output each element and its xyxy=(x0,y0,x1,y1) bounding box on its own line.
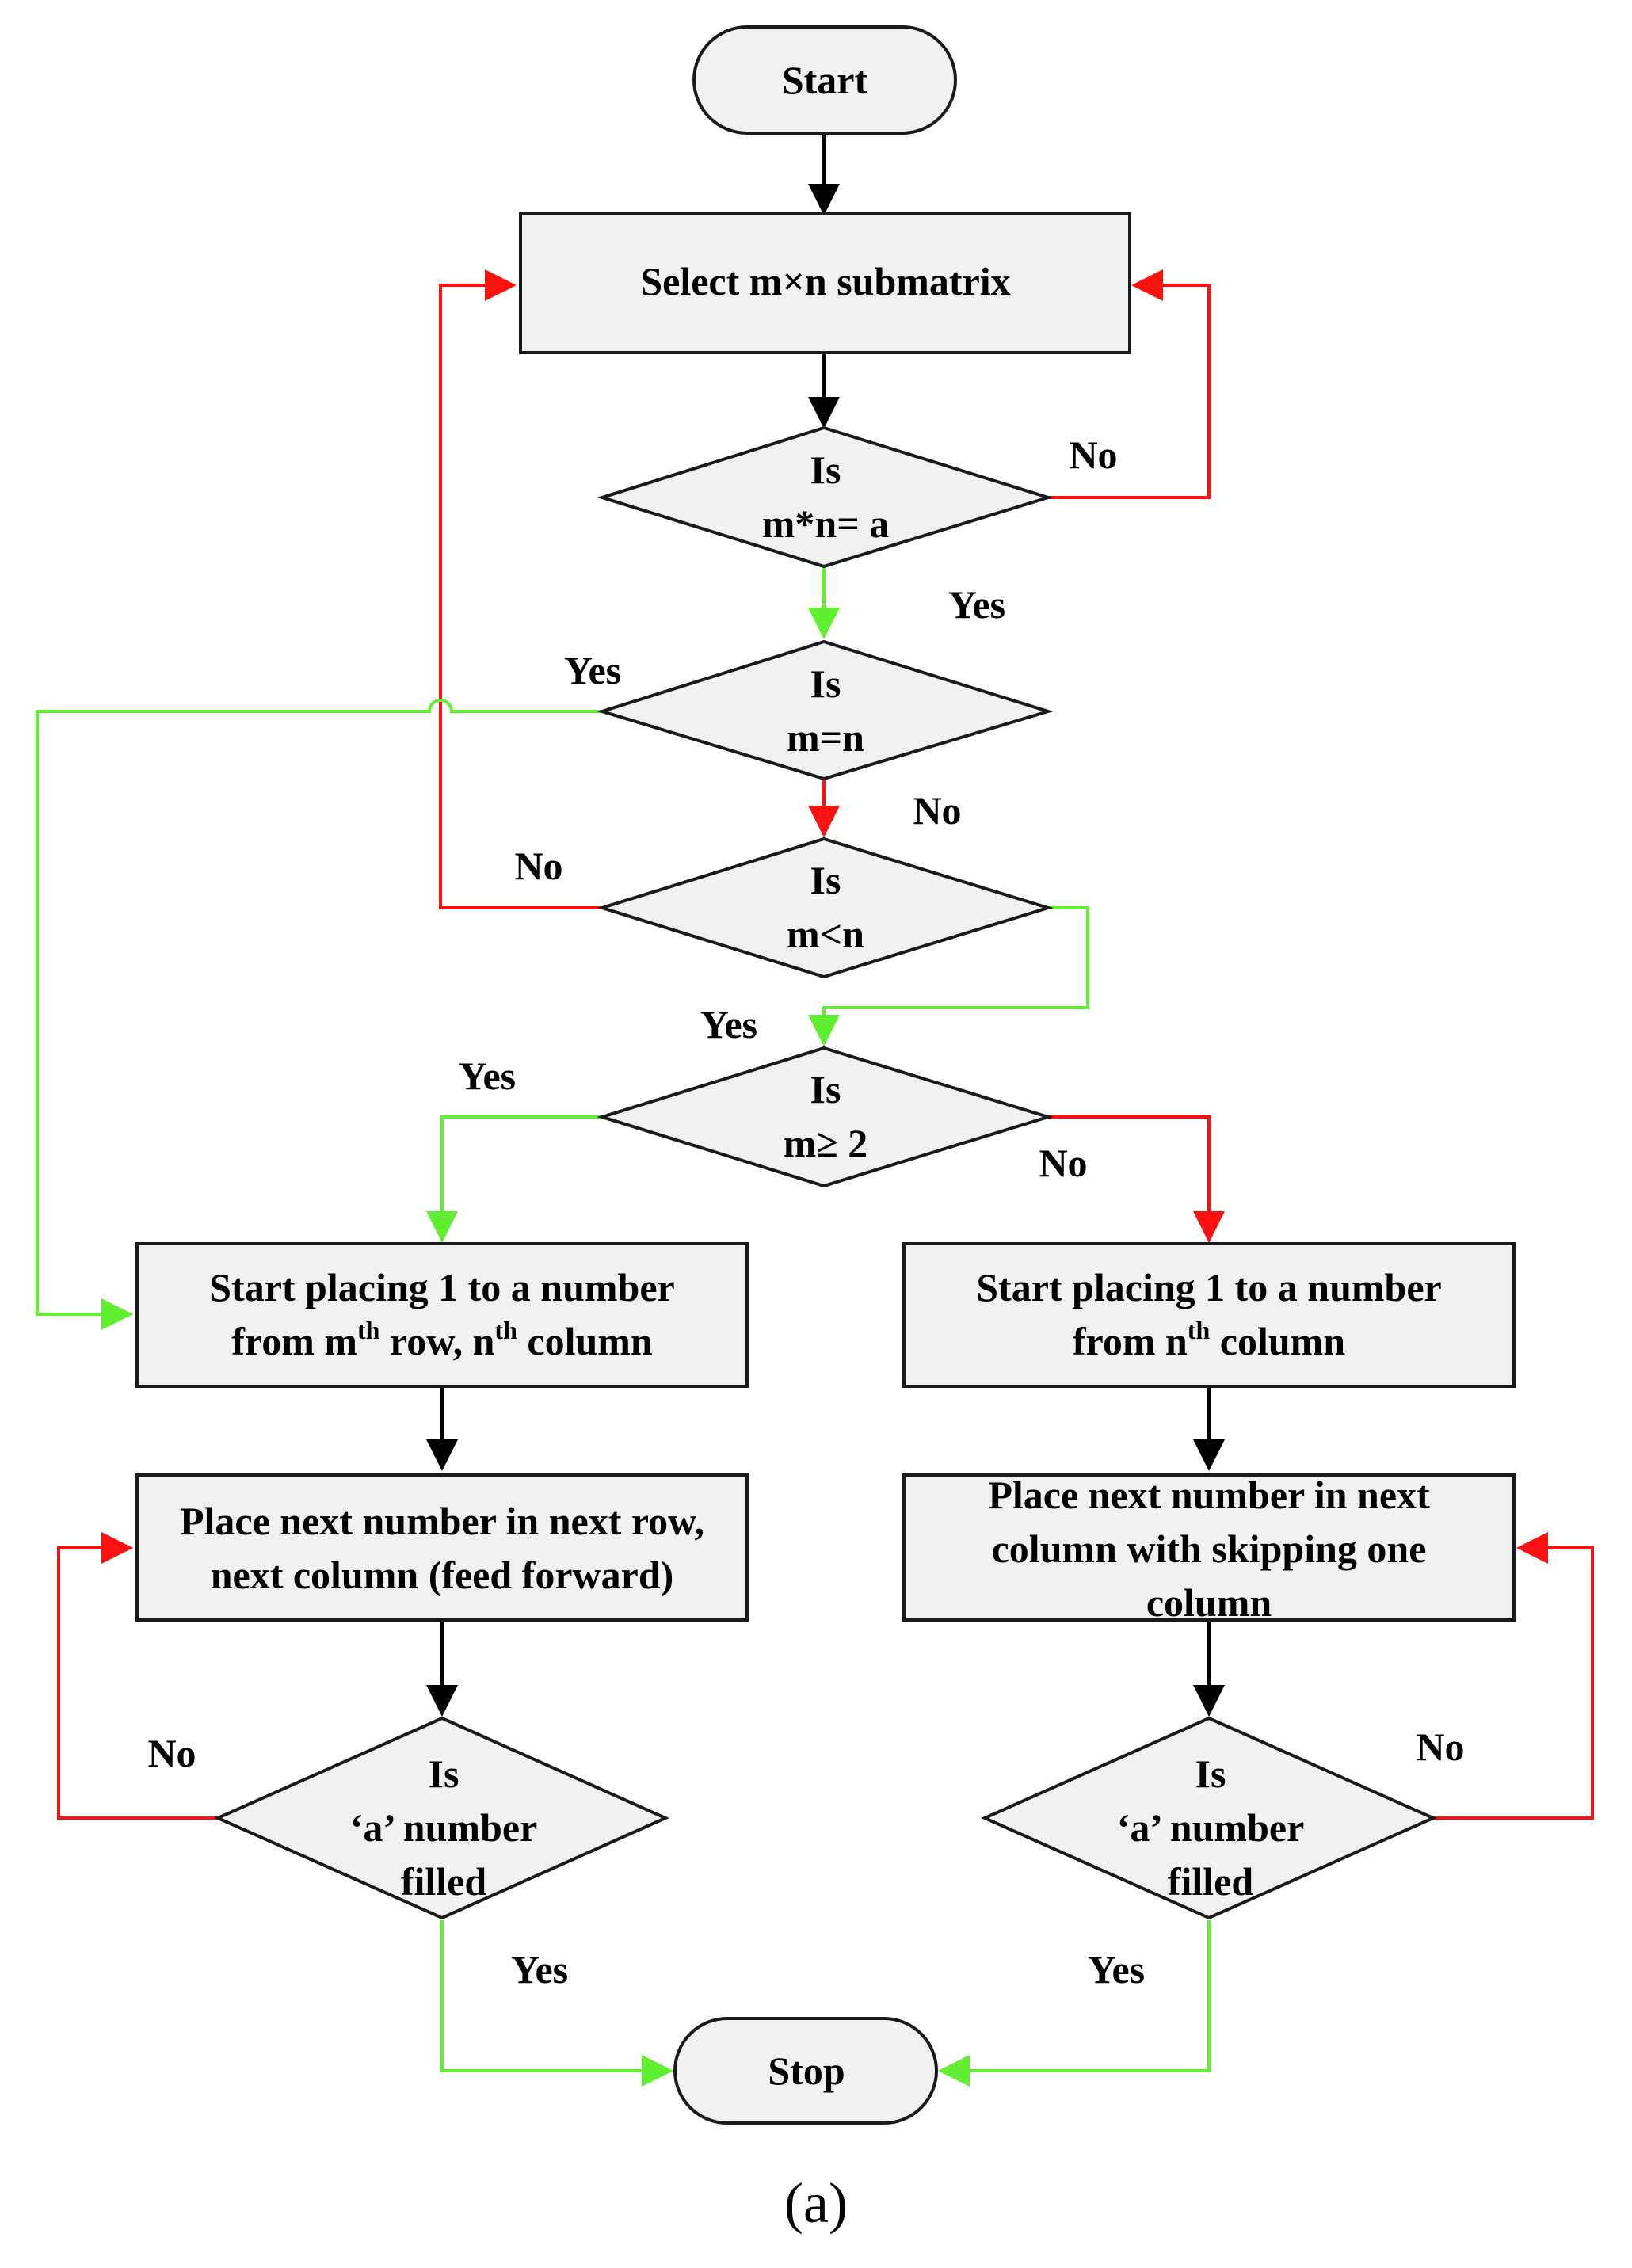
edge-leftcheck-yes xyxy=(440,1920,673,2087)
decision-m-ge-2: Is m≥ 2 xyxy=(597,1046,1054,1188)
start-placing-col-line1: Start placing 1 to a number xyxy=(976,1265,1442,1309)
edge-d2-yes xyxy=(36,699,602,1330)
decision-right-filled: Is ‘a’ number filled xyxy=(981,1716,1437,1920)
decision-m-ge-2-line2: m≥ 2 xyxy=(784,1121,868,1165)
figure-caption: (a) xyxy=(784,2171,848,2235)
start-placing-row-col-line1: Start placing 1 to a number xyxy=(209,1265,675,1309)
decision-mn-equals-a-line1: Is xyxy=(810,448,841,492)
start-placing-col-box: Start placing 1 to a number from nth col… xyxy=(902,1242,1516,1388)
place-next-skip-column-line1: Place next number in next xyxy=(988,1473,1430,1517)
label-d3-yes: Yes xyxy=(700,1002,757,1046)
stop-terminal: Stop xyxy=(673,2017,938,2125)
edge-rightcheck-yes xyxy=(938,1920,1211,2087)
edge-d4-no xyxy=(1048,1115,1225,1243)
start-placing-row-col-line2: from mth row, nth column xyxy=(231,1316,653,1363)
decision-m-less-than-n-line1: Is xyxy=(810,858,841,902)
decision-m-equals-n-line2: m=n xyxy=(787,715,864,760)
connectors xyxy=(36,135,1594,2087)
select-submatrix-label: Select m×n submatrix xyxy=(640,259,1010,303)
start-label: Start xyxy=(782,58,868,102)
start-terminal: Start xyxy=(692,25,957,135)
label-d4-no: No xyxy=(1039,1141,1087,1185)
decision-left-filled-line3: filled xyxy=(401,1859,487,1904)
edge-d1-no xyxy=(1048,269,1211,499)
edge-d3-no xyxy=(439,269,602,909)
label-right-no: No xyxy=(1416,1725,1464,1769)
decision-left-filled-line2: ‘a’ number xyxy=(350,1805,538,1850)
place-next-skip-column-line3: column xyxy=(1146,1580,1272,1625)
label-d3-no: No xyxy=(514,844,562,888)
decision-mn-equals-a-line2: m*n= a xyxy=(762,501,889,546)
label-left-no: No xyxy=(147,1731,196,1775)
label-d4-yes: Yes xyxy=(459,1054,516,1098)
label-d2-yes: Yes xyxy=(564,648,621,692)
place-next-skip-column-line2: column with skipping one xyxy=(992,1527,1427,1571)
decision-m-ge-2-line1: Is xyxy=(810,1067,841,1111)
select-submatrix-box: Select m×n submatrix xyxy=(519,212,1131,354)
label-d2-no: No xyxy=(913,788,961,833)
stop-label: Stop xyxy=(768,2049,845,2093)
place-next-feed-forward-line2: next column (feed forward) xyxy=(211,1553,674,1597)
decision-m-less-than-n-line2: m<n xyxy=(787,912,864,956)
start-placing-row-col-box: Start placing 1 to a number from mth row… xyxy=(135,1242,749,1388)
decision-mn-equals-a: Is m*n= a xyxy=(597,425,1054,569)
decision-right-filled-line1: Is xyxy=(1195,1752,1226,1796)
decision-left-filled: Is ‘a’ number filled xyxy=(214,1716,669,1920)
decision-m-equals-n: Is m=n xyxy=(597,639,1054,781)
label-d1-yes: Yes xyxy=(948,582,1005,627)
edge-leftcheck-no xyxy=(57,1532,218,1820)
label-left-yes: Yes xyxy=(511,1947,568,1992)
decision-right-filled-line2: ‘a’ number xyxy=(1117,1805,1305,1850)
edge-d3-yes xyxy=(808,906,1089,1046)
place-next-feed-forward-line1: Place next number in next row, xyxy=(180,1499,704,1543)
decision-right-filled-line3: filled xyxy=(1168,1859,1254,1904)
decision-left-filled-line1: Is xyxy=(429,1752,459,1796)
start-placing-col-line2: from nth column xyxy=(1073,1316,1345,1363)
label-d1-no: No xyxy=(1069,433,1117,477)
edge-d4-yes xyxy=(426,1115,602,1243)
place-next-feed-forward-box: Place next number in next row, next colu… xyxy=(135,1473,749,1622)
decision-m-less-than-n: Is m<n xyxy=(597,837,1054,979)
decision-m-equals-n-line1: Is xyxy=(810,661,841,706)
place-next-skip-column-box: Place next number in next column with sk… xyxy=(902,1473,1516,1625)
edge-rightcheck-no xyxy=(1433,1532,1594,1820)
label-right-yes: Yes xyxy=(1088,1947,1145,1992)
edge-labels: No Yes Yes No No Yes Yes No No Yes No Ye… xyxy=(147,433,1464,1992)
